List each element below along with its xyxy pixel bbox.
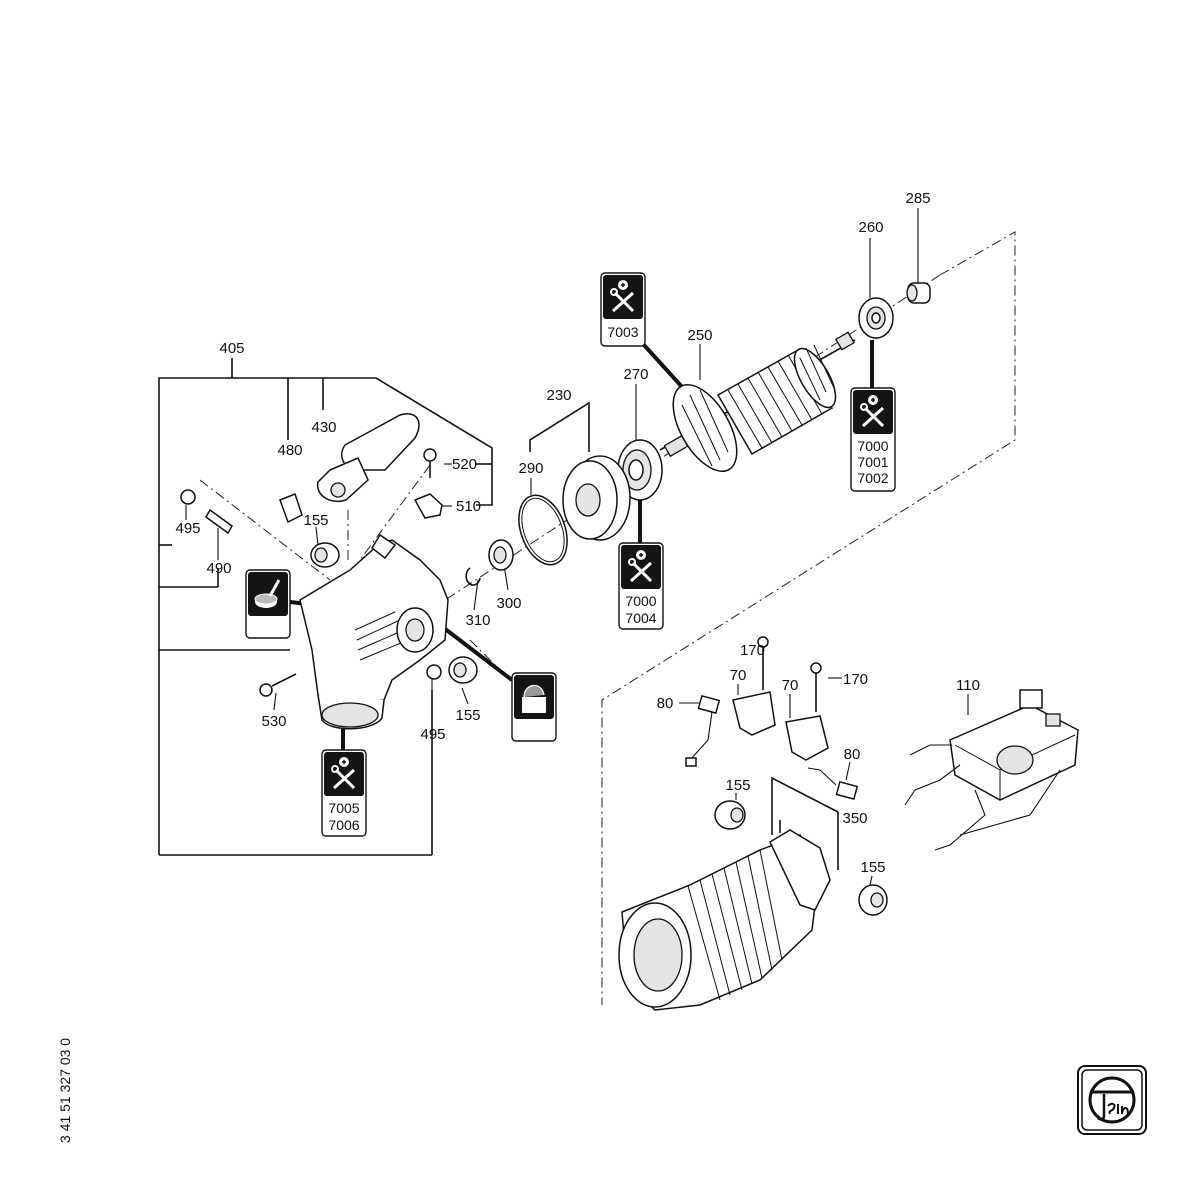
damper-155-top xyxy=(310,542,340,568)
cap-495-top xyxy=(180,489,196,505)
label-110: 110 xyxy=(956,677,980,694)
label-490: 490 xyxy=(206,560,231,577)
label-70-left: 70 xyxy=(730,667,747,684)
carbon-80-right xyxy=(807,767,859,801)
bracket-350 xyxy=(771,776,839,870)
screw-170-left xyxy=(757,636,769,690)
tool-badge-grease-tub xyxy=(511,672,557,742)
tool-badge-7000-7004: 7000 7004 xyxy=(618,542,664,630)
screw-170-right xyxy=(810,662,822,712)
grease-brush-icon xyxy=(254,579,281,608)
lever-430 xyxy=(316,413,420,502)
badge-code: 7003 xyxy=(607,324,638,340)
bracket-405 xyxy=(158,358,493,856)
label-480: 480 xyxy=(277,442,302,459)
label-260: 260 xyxy=(858,219,883,236)
label-285: 285 xyxy=(905,190,930,207)
label-270: 270 xyxy=(623,366,648,383)
label-80-right: 80 xyxy=(844,746,861,763)
label-405: 405 xyxy=(219,340,244,357)
part-number-labels: 405 430 480 520 510 155 495 490 310 300 … xyxy=(175,190,979,876)
flange-230 xyxy=(562,455,631,541)
damper-155-right-a xyxy=(714,800,746,830)
label-510: 510 xyxy=(456,498,481,515)
electronic-module-110 xyxy=(904,689,1079,851)
label-155-right-b: 155 xyxy=(860,859,885,876)
wrench-screwdriver-icon xyxy=(628,550,653,583)
grease-tub-icon xyxy=(522,684,546,713)
brush-holder-70-right xyxy=(785,715,829,761)
carbon-80-left xyxy=(685,694,721,767)
badge-code: 7000 xyxy=(857,438,888,454)
tool-badge-7005-7006: 7005 7006 xyxy=(321,749,367,837)
label-495-mid: 495 xyxy=(420,726,445,743)
label-520: 520 xyxy=(452,456,477,473)
wrench-screwdriver-icon xyxy=(610,280,635,313)
armature-250 xyxy=(659,331,856,473)
screw-520 xyxy=(423,448,437,478)
label-250: 250 xyxy=(687,327,712,344)
tool-badge-7000-7001-7002: 7000 7001 7002 xyxy=(850,387,896,492)
label-70-right: 70 xyxy=(782,677,799,694)
badge-code: 7005 xyxy=(328,800,359,816)
pin-490 xyxy=(205,508,233,535)
badge-code: 7001 xyxy=(857,454,888,470)
damper-155-right-b xyxy=(858,884,888,916)
tool-badge-7003: 7003 xyxy=(600,272,646,347)
wrench-screwdriver-icon xyxy=(331,757,356,790)
label-155-mid: 155 xyxy=(455,707,480,724)
brush-holder-70-left xyxy=(732,691,776,736)
brush-parts xyxy=(685,636,859,801)
label-310: 310 xyxy=(465,612,490,629)
bearing-300 xyxy=(488,539,514,571)
damper-155-mid xyxy=(448,656,478,684)
motor-housing xyxy=(618,829,831,1011)
wrench-screwdriver-icon xyxy=(860,395,885,428)
oring-290 xyxy=(518,494,568,566)
label-300: 300 xyxy=(496,595,521,612)
cap-495-mid xyxy=(426,664,442,680)
label-155-right-a: 155 xyxy=(725,777,750,794)
label-170-right: 170 xyxy=(843,671,868,688)
document-number: 3 41 51 327 03 0 xyxy=(57,1038,73,1143)
pad-480 xyxy=(279,493,303,524)
label-80-left: 80 xyxy=(657,695,674,712)
circlip-310 xyxy=(465,567,481,586)
label-230: 230 xyxy=(546,387,571,404)
screw-530 xyxy=(259,673,297,697)
badge-code: 7006 xyxy=(328,817,359,833)
bearing-260 xyxy=(858,297,894,339)
badge-code: 7000 xyxy=(625,593,656,609)
label-290: 290 xyxy=(518,460,543,477)
label-155-top: 155 xyxy=(303,512,328,529)
label-530: 530 xyxy=(261,713,286,730)
badge-code: 7004 xyxy=(625,610,656,626)
clip-510 xyxy=(413,493,443,519)
dampers-right xyxy=(714,800,888,916)
tool-badge-grease-brush xyxy=(245,569,291,639)
sleeve-285 xyxy=(906,282,931,304)
leader-lines xyxy=(185,208,969,886)
fein-logo xyxy=(1077,1065,1147,1135)
label-430: 430 xyxy=(311,419,336,436)
badge-code: 7002 xyxy=(857,470,888,486)
label-350: 350 xyxy=(842,810,867,827)
label-495-top: 495 xyxy=(175,520,200,537)
bracket-230 xyxy=(529,401,590,452)
gear-housing xyxy=(299,533,449,730)
label-170-left: 170 xyxy=(740,642,765,659)
small-parts-left xyxy=(180,448,478,697)
